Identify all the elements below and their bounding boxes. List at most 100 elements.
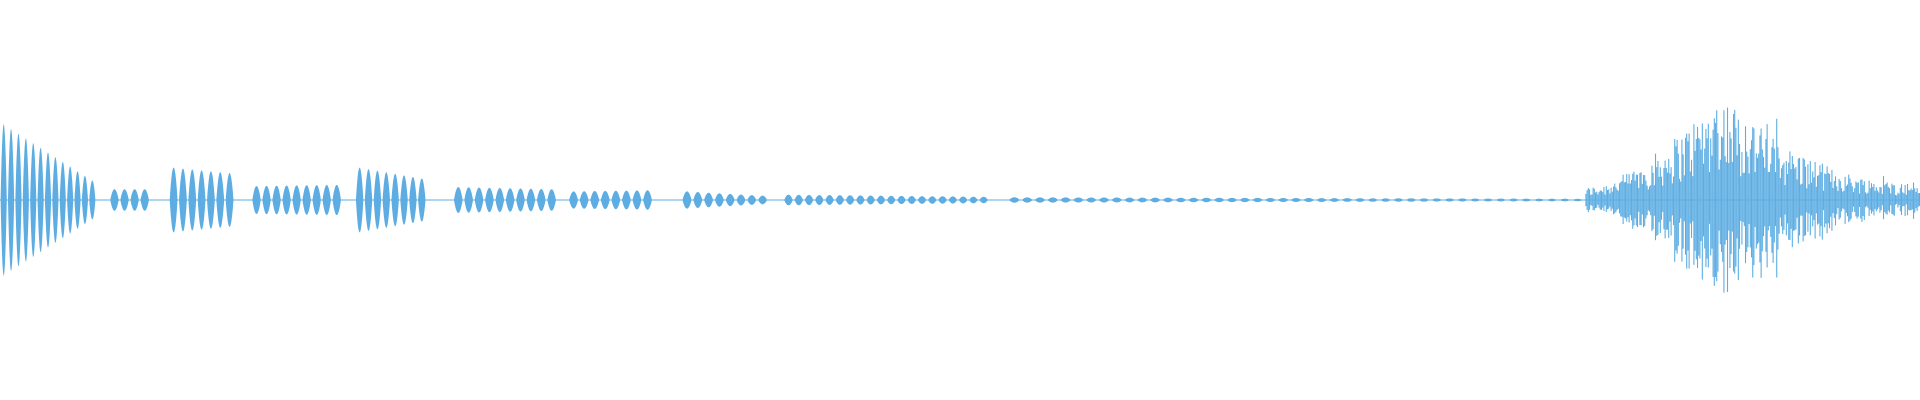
waveform-pulse (866, 195, 875, 205)
waveform-region-fade-pulses (784, 194, 988, 206)
waveform-pulse (725, 193, 735, 207)
waveform-region-tone-burst-1 (169, 167, 234, 233)
waveform-pulse (736, 194, 746, 206)
waveform-pulse (312, 185, 321, 215)
waveform-pulse (1303, 198, 1315, 202)
waveform-pulse (89, 180, 96, 220)
waveform-pulse (322, 185, 331, 215)
waveform-pulse (526, 188, 536, 212)
waveform-pulse (1380, 198, 1391, 202)
waveform-pulse (938, 196, 947, 204)
waveform-pulse (1431, 198, 1443, 202)
waveform-pulse (1316, 198, 1327, 202)
waveform-pulse (216, 172, 225, 228)
waveform-pulse (22, 138, 29, 262)
waveform-pulse (0, 124, 7, 276)
waveform-pulse (590, 191, 600, 209)
waveform-pulse (485, 187, 494, 213)
waveform-pulse (1060, 197, 1071, 203)
waveform-region-small-pulses-4 (569, 190, 652, 210)
waveform-pulse (7, 129, 15, 271)
waveform-pulse (1367, 198, 1379, 202)
waveform-pulse (37, 147, 44, 253)
waveform-pulse (886, 195, 896, 205)
waveform-region-noise-burst (1585, 107, 1920, 293)
waveform-pulse (1559, 198, 1571, 202)
waveform-pulse (897, 195, 906, 205)
waveform-pulse (579, 191, 589, 209)
waveform-pulse (464, 187, 474, 213)
waveform-pulse (1034, 197, 1046, 203)
waveform-pulse (845, 195, 855, 205)
waveform-pulse (948, 196, 958, 204)
waveform-pulse (364, 169, 373, 231)
waveform-pulse (516, 188, 525, 212)
waveform-pulse (81, 175, 89, 225)
waveform-region-small-pulses-1 (110, 189, 149, 211)
waveform-pulse (1188, 197, 1199, 203)
waveform-pulse (1021, 197, 1033, 203)
waveform-pulse (621, 190, 631, 210)
waveform-pulse (197, 170, 206, 230)
waveform-pulse (1572, 198, 1583, 202)
waveform-pulse (1405, 198, 1417, 202)
waveform-pulse (958, 196, 968, 204)
waveform-pulse (15, 133, 22, 267)
waveform-pulse (169, 167, 178, 233)
waveform-pulse (1009, 197, 1020, 203)
waveform-pulse (1444, 198, 1455, 202)
waveform-pulse (418, 178, 426, 222)
waveform-pulse (682, 191, 692, 209)
waveform-pulse (1124, 197, 1135, 203)
waveform-pulse (917, 196, 927, 204)
waveform-pulse (600, 190, 610, 210)
waveform-pulse (302, 185, 311, 215)
waveform-pulse (140, 189, 149, 211)
waveform-pulse (474, 187, 484, 213)
waveform-pulse (969, 196, 978, 204)
waveform-pulse (714, 193, 724, 207)
waveform-region-small-pulses-3 (453, 187, 556, 213)
waveform-pulse (1252, 197, 1263, 203)
waveform-pulse (794, 194, 804, 206)
waveform-pulse (505, 188, 515, 212)
waveform-pulse (120, 189, 129, 211)
waveform-pulse (784, 194, 793, 206)
waveform-pulse (262, 185, 271, 215)
waveform-pulse (569, 191, 579, 209)
waveform-pulse (907, 195, 917, 205)
waveform-pulse (536, 188, 546, 212)
waveform-pulse (188, 169, 197, 231)
waveform-pulse (1175, 197, 1187, 203)
waveform-pulse (1457, 198, 1468, 202)
waveform-pulse (1201, 197, 1212, 203)
waveform-pulse (400, 175, 408, 225)
waveform-pulse (495, 188, 505, 212)
waveform-pulse (1277, 197, 1289, 203)
waveform-pulse (1533, 198, 1545, 202)
waveform-pulse (225, 173, 234, 227)
waveform-pulse (1239, 197, 1251, 203)
waveform-pulse (373, 170, 382, 230)
waveform-pulse (1546, 198, 1558, 202)
waveform-pulse (876, 195, 886, 205)
waveform-pulse (382, 172, 391, 228)
waveform-region-tail-pulses (1009, 197, 1583, 203)
waveform-pulse (67, 166, 74, 234)
waveform-pulse (704, 192, 714, 208)
waveform-pulse (1393, 198, 1404, 202)
waveform-pulse (693, 191, 703, 209)
waveform-pulse (1341, 198, 1353, 202)
waveform-pulse (179, 168, 187, 232)
waveform-pulse (1508, 198, 1519, 202)
waveform-pulse (1290, 198, 1302, 202)
waveform-pulse (979, 196, 988, 204)
waveform-pulse (1111, 197, 1123, 203)
waveform-pulse (1226, 197, 1238, 203)
waveform-pulse (856, 195, 865, 205)
waveform-pulse (547, 189, 556, 211)
waveform-pulse (804, 194, 814, 206)
waveform-pulse (1482, 198, 1494, 202)
waveform-pulse (1085, 197, 1097, 203)
waveform-pulse (1213, 197, 1225, 203)
